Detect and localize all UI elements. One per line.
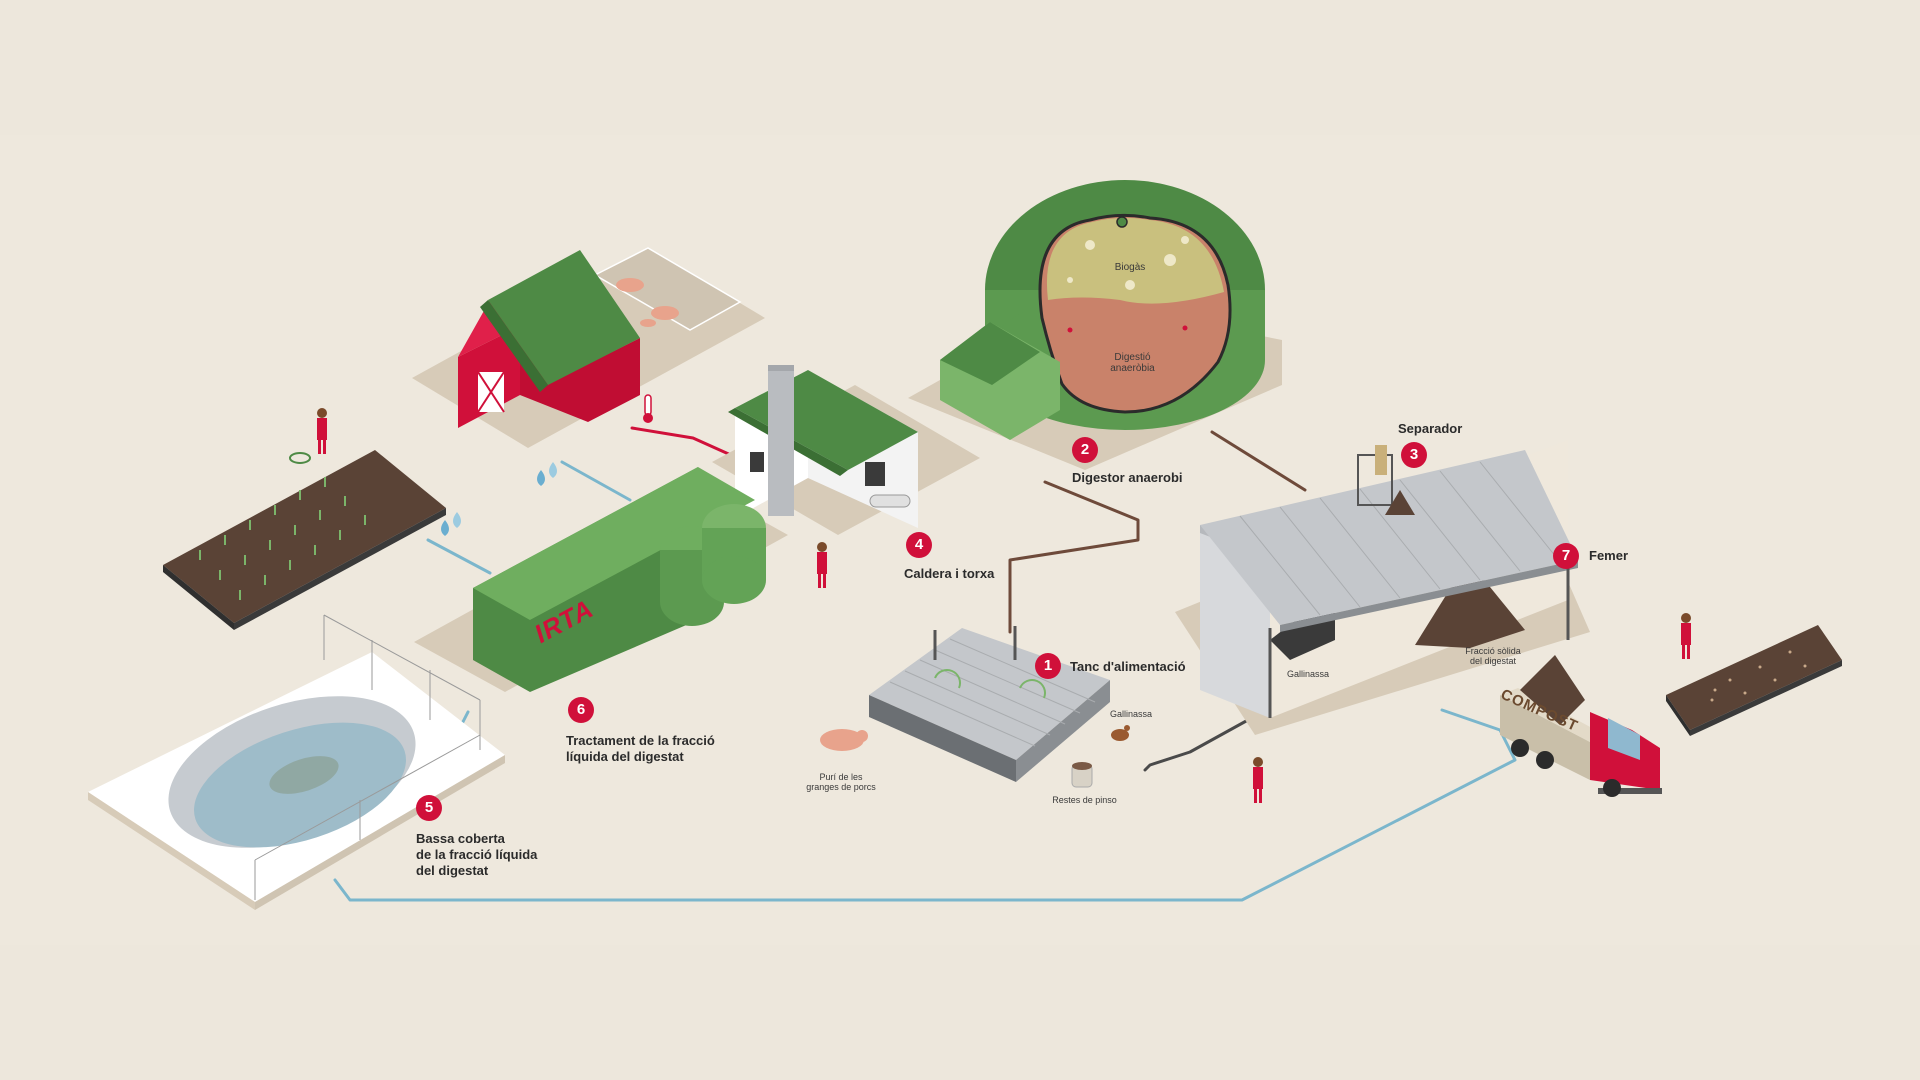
feed-sack xyxy=(1071,762,1093,788)
restes-label: Restes de pinso xyxy=(1052,795,1117,805)
field-plants xyxy=(199,477,366,600)
step-1-label: Tanc d'alimentació xyxy=(1070,659,1186,674)
step-2-badge: 2 xyxy=(1072,437,1098,463)
digestion-label: Digestió anaeròbia xyxy=(1110,352,1155,374)
pigs xyxy=(616,278,679,327)
manure-shed xyxy=(1175,440,1590,735)
step-1-badge: 1 xyxy=(1035,653,1061,679)
biogas-label: Biogàs xyxy=(1114,262,1146,273)
anaerobic-digester xyxy=(908,180,1282,470)
worker-center xyxy=(1253,757,1263,803)
femer-gallinassa-label: Gallinassa xyxy=(1286,669,1330,679)
step-7-badge: 7 xyxy=(1553,543,1579,569)
worker-boiler xyxy=(817,542,827,588)
pipe-water-field xyxy=(426,538,492,575)
puri-label: Purí de les granges de porcs xyxy=(806,772,876,792)
thermometer-icon xyxy=(643,394,653,423)
water-drop-icon xyxy=(441,462,557,536)
pond-fence xyxy=(254,614,481,900)
pipe-water-farm xyxy=(560,460,632,502)
worker-right xyxy=(1681,613,1691,659)
separator-unit xyxy=(1357,445,1415,515)
boiler-building xyxy=(712,365,980,535)
step-4-label: Caldera i torxa xyxy=(904,566,995,581)
covered-pond xyxy=(88,614,505,910)
step-6-label: Tractament de la fracció líquida del dig… xyxy=(566,733,715,764)
gallinassa-input-label: Gallinassa xyxy=(1109,709,1153,719)
step-3-badge: 3 xyxy=(1401,442,1427,468)
pig-input xyxy=(820,729,868,751)
farmer-watering xyxy=(289,408,327,464)
pipe-return xyxy=(333,708,1517,902)
step-6-badge: 6 xyxy=(568,697,594,723)
step-3-label: Separador xyxy=(1398,421,1463,436)
pipe-digester-to-separator xyxy=(1210,430,1307,492)
step-7-label: Femer xyxy=(1589,548,1629,563)
pig-farm xyxy=(412,247,765,448)
pipe-farm-to-boiler xyxy=(630,426,744,462)
pipe-tank-to-digester xyxy=(1008,480,1140,634)
step-4-badge: 4 xyxy=(906,532,932,558)
step-2-label: Digestor anaerobi xyxy=(1072,470,1183,485)
biogas-bubbles xyxy=(1067,236,1189,290)
shed-roof-ribs xyxy=(1239,461,1561,616)
compost-field xyxy=(1666,625,1842,736)
step-5-label: Bassa coberta de la fracció líquida del … xyxy=(416,831,538,878)
step-5-badge: 5 xyxy=(416,795,442,821)
crop-field xyxy=(163,450,446,630)
hen-input xyxy=(1111,725,1130,741)
liquid-treatment-unit xyxy=(414,467,788,692)
compost-truck xyxy=(1500,655,1662,797)
pipe-gallinassa xyxy=(1143,718,1250,772)
fraccio-solida-label: Fracció sòlida del digestat xyxy=(1465,646,1521,666)
